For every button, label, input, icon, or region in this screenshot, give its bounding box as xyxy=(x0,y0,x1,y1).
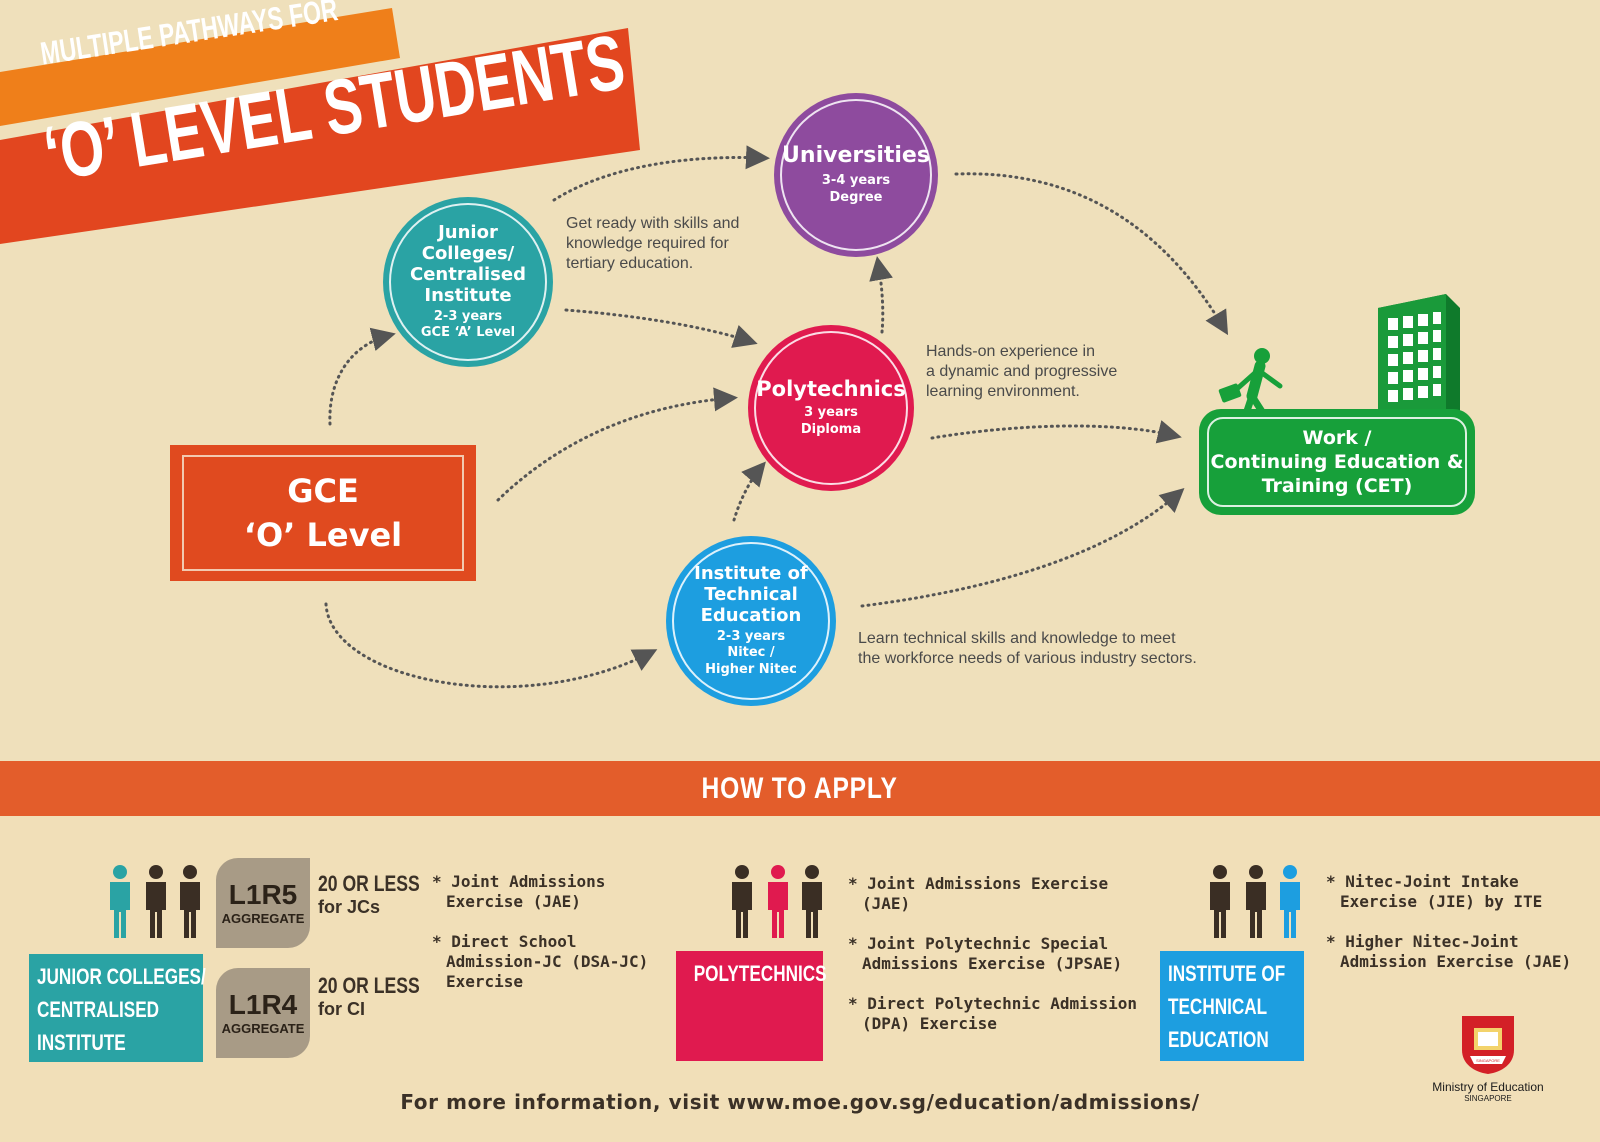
jc-circle: Junior Colleges/ Centralised Institute 2… xyxy=(383,197,553,367)
crest-text: SINGAPORE xyxy=(1476,1058,1500,1063)
work-line1: Work / xyxy=(1302,427,1372,449)
list-item: * Direct Polytechnic Admission (DPA) Exe… xyxy=(848,994,1137,1033)
arrow-universities-to-work xyxy=(954,172,1229,336)
jc-name: Junior Colleges/ Centralised Institute xyxy=(409,221,526,307)
jc-description: Get ready with skills and knowledge requ… xyxy=(566,215,740,272)
ite-duration: 2-3 years xyxy=(716,628,786,644)
list-item: * Direct School Admission-JC (DSA-JC) Ex… xyxy=(432,932,649,991)
universities-name: Universities xyxy=(782,143,930,169)
arrow-ite-to-work xyxy=(860,487,1185,608)
arrow-gce-to-poly xyxy=(496,387,738,502)
ite-apply-bullets: * Nitec-Joint Intake Exercise (JIE) by I… xyxy=(1326,872,1584,992)
how-to-apply-heading: HOW TO APPLY xyxy=(701,771,899,805)
moe-name: Ministry of Education xyxy=(1432,1080,1544,1094)
list-item: * Joint Admissions Exercise (JAE) xyxy=(432,872,606,911)
title-banner: MULTIPLE PATHWAYS FOR ‘O’ LEVEL STUDENTS xyxy=(0,0,1600,260)
ite-description: Learn technical skills and knowledge to … xyxy=(858,630,1197,667)
jc-people-icons xyxy=(110,865,200,938)
ite-apply-box: INSTITUTE OF TECHNICAL EDUCATION xyxy=(1160,951,1304,1061)
universities-qualification: Degree xyxy=(829,189,883,205)
ite-name: Institute of Technical Education xyxy=(694,562,808,627)
list-item: * Nitec-Joint Intake Exercise (JIE) by I… xyxy=(1326,872,1543,911)
arrow-jc-to-universities xyxy=(552,145,770,202)
l1r4-aggregate-badge: L1R4 AGGREGATE xyxy=(216,968,310,1058)
gce-line2: ‘O’ Level xyxy=(243,516,403,554)
arrow-gce-to-ite xyxy=(324,602,658,689)
ite-circle: Institute of Technical Education 2-3 yea… xyxy=(666,536,836,706)
l1r5-aggregate-badge: L1R5 AGGREGATE xyxy=(216,858,310,948)
title-banner-shapes xyxy=(0,8,640,244)
jc-qualification: GCE ‘A’ Level xyxy=(420,325,516,341)
poly-apply-box: POLYTECHNICS xyxy=(676,951,827,1061)
arrow-jc-to-poly xyxy=(564,308,758,348)
person-icon xyxy=(768,865,788,938)
pathway-arrows xyxy=(324,145,1229,689)
list-item: * Joint Polytechnic Special Admissions E… xyxy=(848,934,1123,973)
universities-duration: 3-4 years xyxy=(821,173,891,189)
poly-qualification: Diploma xyxy=(800,422,862,438)
poly-apply-bullets: * Joint Admissions Exercise (JAE) * Join… xyxy=(848,874,1152,1054)
ite-qualification-1: Nitec / xyxy=(727,645,775,661)
l1r5-requirement: 20 OR LESS for JCs xyxy=(318,871,420,918)
jc-apply-bullets: * Joint Admissions Exercise (JAE) * Dire… xyxy=(432,872,680,1012)
arrow-poly-to-work xyxy=(930,420,1182,444)
person-icon xyxy=(1210,865,1230,938)
person-icon xyxy=(802,865,822,938)
building-icon xyxy=(1378,294,1460,422)
list-item: * Higher Nitec-Joint Admission Exercise … xyxy=(1326,932,1572,971)
moe-country: SINGAPORE xyxy=(1464,1094,1512,1103)
arrow-ite-to-poly xyxy=(732,461,766,522)
work-cet-box: Work / Continuing Education & Training (… xyxy=(1199,409,1475,515)
poly-name: Polytechnics xyxy=(756,376,906,401)
how-to-apply-bar: HOW TO APPLY xyxy=(0,761,1600,816)
poly-duration: 3 years xyxy=(804,405,858,421)
work-line2: Continuing Education & xyxy=(1210,451,1464,473)
person-icon xyxy=(110,865,130,938)
person-icon xyxy=(180,865,200,938)
jc-duration: 2-3 years xyxy=(433,308,503,324)
work-line3: Training (CET) xyxy=(1261,475,1413,497)
ite-people-icons xyxy=(1210,865,1300,938)
ite-qualification-2: Higher Nitec xyxy=(705,662,797,678)
footer-info: For more information, visit www.moe.gov.… xyxy=(400,1090,1200,1114)
list-item: * Joint Admissions Exercise (JAE) xyxy=(848,874,1109,913)
arrow-poly-to-universities xyxy=(869,256,893,334)
jc-apply-box: JUNIOR COLLEGES/ CENTRALISED INSTITUTE xyxy=(29,954,206,1062)
person-icon xyxy=(146,865,166,938)
person-icon xyxy=(1246,865,1266,938)
moe-logo: Ministry of Education SINGAPORE xyxy=(1418,1080,1558,1104)
poly-people-icons xyxy=(732,865,822,938)
poly-description: Hands-on experience in a dynamic and pro… xyxy=(926,343,1118,400)
arrow-gce-to-jc xyxy=(328,327,396,426)
l1r4-requirement: 20 OR LESS for CI xyxy=(318,973,420,1020)
person-icon xyxy=(1280,865,1300,938)
gce-line1: GCE xyxy=(287,472,359,510)
moe-crest-icon: SINGAPORE xyxy=(1462,1016,1514,1074)
person-icon xyxy=(732,865,752,938)
polytechnics-circle: Polytechnics 3 years Diploma xyxy=(748,325,914,491)
universities-circle: Universities 3-4 years Degree xyxy=(774,93,938,257)
gce-o-level-box: GCE ‘O’ Level xyxy=(170,445,476,581)
